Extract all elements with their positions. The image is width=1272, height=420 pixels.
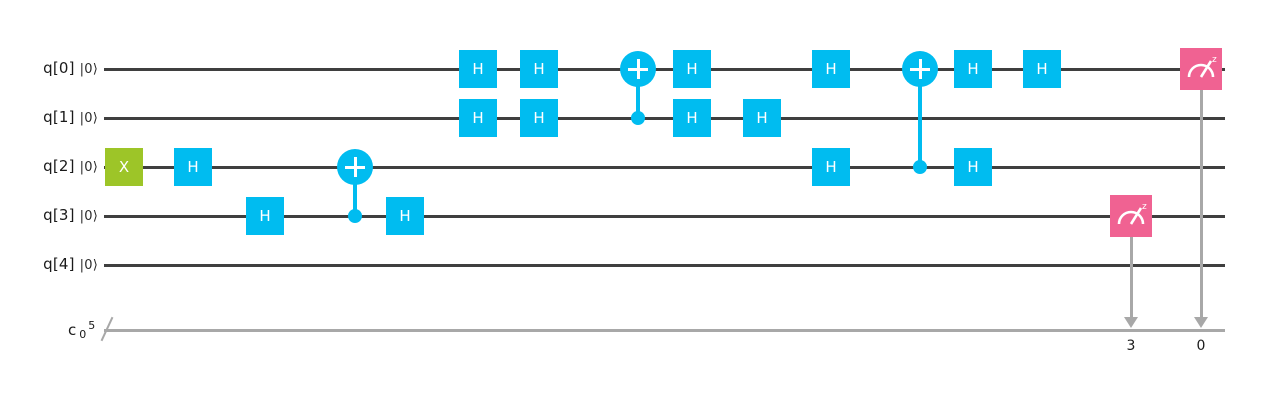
gate-h-q3-3[interactable]: H [386, 197, 424, 235]
qubit-name: q[2] [43, 157, 75, 175]
gate-h-q0-8[interactable]: H [673, 50, 711, 88]
cnot-link-1 [636, 69, 640, 118]
gate-h-q0-13[interactable]: H [954, 50, 992, 88]
gate-label: H [686, 109, 698, 127]
gate-h-q0-4[interactable]: H [459, 50, 497, 88]
measure-gate-q0[interactable]: z [1180, 48, 1222, 90]
measure-arrow-icon-0 [1124, 317, 1138, 328]
qubit-label-4: q[4] |0⟩ [20, 255, 98, 273]
qubit-name: q[0] [43, 59, 75, 77]
cnot-plus-icon [636, 59, 640, 79]
qubit-state-ket: |0⟩ [79, 111, 98, 126]
measure-arrow-icon-1 [1194, 317, 1208, 328]
measure-meter-icon: z [1187, 55, 1217, 78]
gate-h-q0-15[interactable]: H [1023, 50, 1061, 88]
qubit-wire-0 [104, 68, 1225, 71]
cnot-target-1[interactable] [620, 51, 656, 87]
measure-meter-icon: z [1117, 202, 1147, 225]
gate-label: X [118, 158, 130, 176]
classical-register-name: c [68, 321, 77, 339]
qubit-wire-2 [104, 166, 1225, 169]
cnot-control-dot-1[interactable] [631, 111, 645, 125]
gate-label: H [967, 60, 979, 78]
gate-h-q3-2[interactable]: H [246, 197, 284, 235]
gate-label: H [472, 109, 484, 127]
qubit-wire-1 [104, 117, 1225, 120]
gate-label: H [1036, 60, 1048, 78]
qubit-state-ket: |0⟩ [79, 160, 98, 175]
gate-label: H [259, 207, 271, 225]
qubit-label-0: q[0] |0⟩ [20, 59, 98, 77]
cnot-control-dot-0[interactable] [348, 209, 362, 223]
qubit-name: q[3] [43, 206, 75, 224]
cnot-control-dot-2[interactable] [913, 160, 927, 174]
measure-gate-q3[interactable]: z [1110, 195, 1152, 237]
classical-wire [104, 329, 1225, 332]
gate-h-q0-11[interactable]: H [812, 50, 850, 88]
classical-register-index: 0 [79, 328, 87, 341]
qubit-label-3: q[3] |0⟩ [20, 206, 98, 224]
gate-h-q2-12[interactable]: H [812, 148, 850, 186]
cnot-link-0 [353, 167, 357, 216]
qubit-wire-3 [104, 215, 1225, 218]
qubit-state-ket: |0⟩ [79, 62, 98, 77]
gate-h-q1-7[interactable]: H [520, 99, 558, 137]
measure-classical-link-1 [1200, 69, 1203, 318]
gate-h-q0-6[interactable]: H [520, 50, 558, 88]
gate-label: H [686, 60, 698, 78]
classical-register-width: 5 [88, 319, 96, 332]
gate-label: H [187, 158, 199, 176]
gate-label: H [825, 60, 837, 78]
gate-h-q2-14[interactable]: H [954, 148, 992, 186]
gate-label: H [399, 207, 411, 225]
qubit-state-ket: |0⟩ [79, 258, 98, 273]
qubit-name: q[4] [43, 255, 75, 273]
classical-bit-label-0: 3 [1126, 338, 1136, 354]
gate-label: H [967, 158, 979, 176]
qubit-label-1: q[1] |0⟩ [20, 108, 98, 126]
gate-label: H [533, 109, 545, 127]
gate-label: H [533, 60, 545, 78]
cnot-plus-icon [918, 59, 922, 79]
qubit-label-2: q[2] |0⟩ [20, 157, 98, 175]
cnot-plus-icon [353, 157, 357, 177]
cnot-target-0[interactable] [337, 149, 373, 185]
qubit-wire-4 [104, 264, 1225, 267]
measure-classical-link-0 [1130, 216, 1133, 318]
gate-label: H [756, 109, 768, 127]
qubit-name: q[1] [43, 108, 75, 126]
measure-basis-label: z [1212, 55, 1217, 65]
qubit-state-ket: |0⟩ [79, 209, 98, 224]
gate-h-q2-1[interactable]: H [174, 148, 212, 186]
cnot-target-2[interactable] [902, 51, 938, 87]
gate-label: H [825, 158, 837, 176]
gate-label: H [472, 60, 484, 78]
measure-basis-label: z [1142, 202, 1147, 212]
gate-h-q1-10[interactable]: H [743, 99, 781, 137]
gate-h-q1-9[interactable]: H [673, 99, 711, 137]
classical-bit-label-1: 0 [1196, 338, 1206, 354]
cnot-link-2 [918, 69, 922, 167]
gate-x-q2-0[interactable]: X [105, 148, 143, 186]
gate-h-q1-5[interactable]: H [459, 99, 497, 137]
